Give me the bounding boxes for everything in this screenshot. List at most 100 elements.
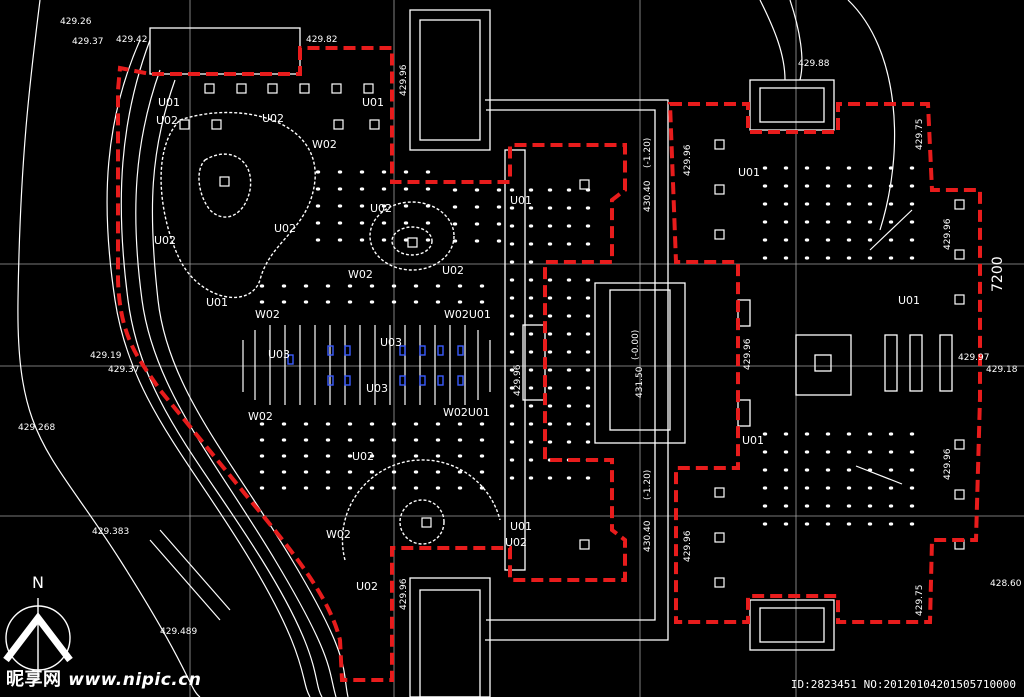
tree-dot [547, 206, 553, 210]
tree-dot [566, 332, 572, 336]
tree-dot [762, 468, 768, 472]
site-boundary [116, 46, 982, 682]
tree-dot [281, 470, 287, 474]
tree-dot [509, 278, 515, 282]
tree-dot [281, 486, 287, 490]
tree-dot [528, 224, 534, 228]
blue-marker [399, 375, 406, 386]
tree-dot [825, 504, 831, 508]
tree-dot [325, 454, 331, 458]
tree-dot [325, 470, 331, 474]
watermark-cn: 昵享网 [6, 669, 62, 690]
tree-dot [496, 205, 502, 209]
tree-dot [825, 166, 831, 170]
tree-dot [479, 284, 485, 288]
tree-dot [762, 166, 768, 170]
footing-square [954, 199, 965, 210]
tree-dot [259, 438, 265, 442]
tree-dot [325, 438, 331, 442]
north-label: N [32, 573, 44, 592]
tree-dot [867, 238, 873, 242]
tree-dot [457, 284, 463, 288]
road-lines [17, 0, 896, 697]
tree-dot [804, 504, 810, 508]
tree-dot [479, 422, 485, 426]
tree-dot [528, 206, 534, 210]
footing-square [333, 119, 344, 130]
tree-dot [888, 468, 894, 472]
level-label: 430.40 [643, 520, 653, 552]
level-label: 430.40 [643, 180, 653, 212]
tree-dot [547, 440, 553, 444]
tree-dot [825, 522, 831, 526]
tree-dot [474, 188, 480, 192]
tree-dot [347, 284, 353, 288]
tree-dot [479, 470, 485, 474]
building-outlines [149, 9, 953, 697]
dimension-label: 7200 [990, 256, 1006, 292]
zone-label: U01 [362, 96, 384, 109]
tree-dot [413, 470, 419, 474]
tree-dot [474, 222, 480, 226]
tree-dot [888, 238, 894, 242]
tree-dot [566, 224, 572, 228]
zone-label: U01 [898, 294, 920, 307]
tree-dot [359, 187, 365, 191]
footing-square [219, 176, 230, 187]
tree-dot [281, 284, 287, 288]
tree-dot [825, 202, 831, 206]
tree-dot [783, 432, 789, 436]
footing-square [954, 439, 965, 450]
tree-dot [425, 221, 431, 225]
tree-dot [528, 278, 534, 282]
zone-label: U02 [370, 202, 392, 215]
zone-label: U02 [154, 234, 176, 247]
tree-dot [762, 202, 768, 206]
tree-dot [359, 238, 365, 242]
elevation-label: 429.383 [92, 527, 129, 537]
tree-dot [547, 224, 553, 228]
footing-square [204, 83, 215, 94]
tree-dot [585, 242, 591, 246]
tree-dot [435, 300, 441, 304]
footing-squares [179, 83, 965, 588]
tree-dot [888, 432, 894, 436]
tree-dot [547, 476, 553, 480]
tree-dot [325, 486, 331, 490]
tree-dot [547, 404, 553, 408]
tree-dot [369, 438, 375, 442]
footing-square [211, 119, 222, 130]
tree-dot [547, 332, 553, 336]
blue-marker [399, 345, 406, 356]
tree-dot [509, 188, 515, 192]
tree-dot [762, 432, 768, 436]
tree-dot [909, 468, 915, 472]
elevation-label: 429.88 [798, 59, 830, 69]
direction-arrows [855, 209, 913, 485]
tree-dot [566, 476, 572, 480]
footing-square [714, 487, 725, 498]
zone-label: U03 [268, 348, 290, 361]
tree-dot [846, 522, 852, 526]
tree-dot [585, 314, 591, 318]
tree-dot [566, 188, 572, 192]
tree-dot [528, 422, 534, 426]
tree-dot [762, 184, 768, 188]
tree-dot [259, 470, 265, 474]
zone-label: U01 [510, 520, 532, 533]
tree-dot [479, 454, 485, 458]
tree-dot [425, 204, 431, 208]
elevation-label: 429.96 [683, 144, 693, 176]
tree-dot [547, 422, 553, 426]
tree-dot [381, 170, 387, 174]
tree-dot [528, 458, 534, 462]
tree-dot [369, 470, 375, 474]
tree-dot [783, 486, 789, 490]
elevation-label: 429.37 [108, 365, 140, 375]
zone-label: W02 [248, 410, 273, 423]
tree-dot [566, 386, 572, 390]
tree-dot [867, 486, 873, 490]
tree-dot [867, 256, 873, 260]
zone-label: U03 [380, 336, 402, 349]
tree-dot [391, 454, 397, 458]
